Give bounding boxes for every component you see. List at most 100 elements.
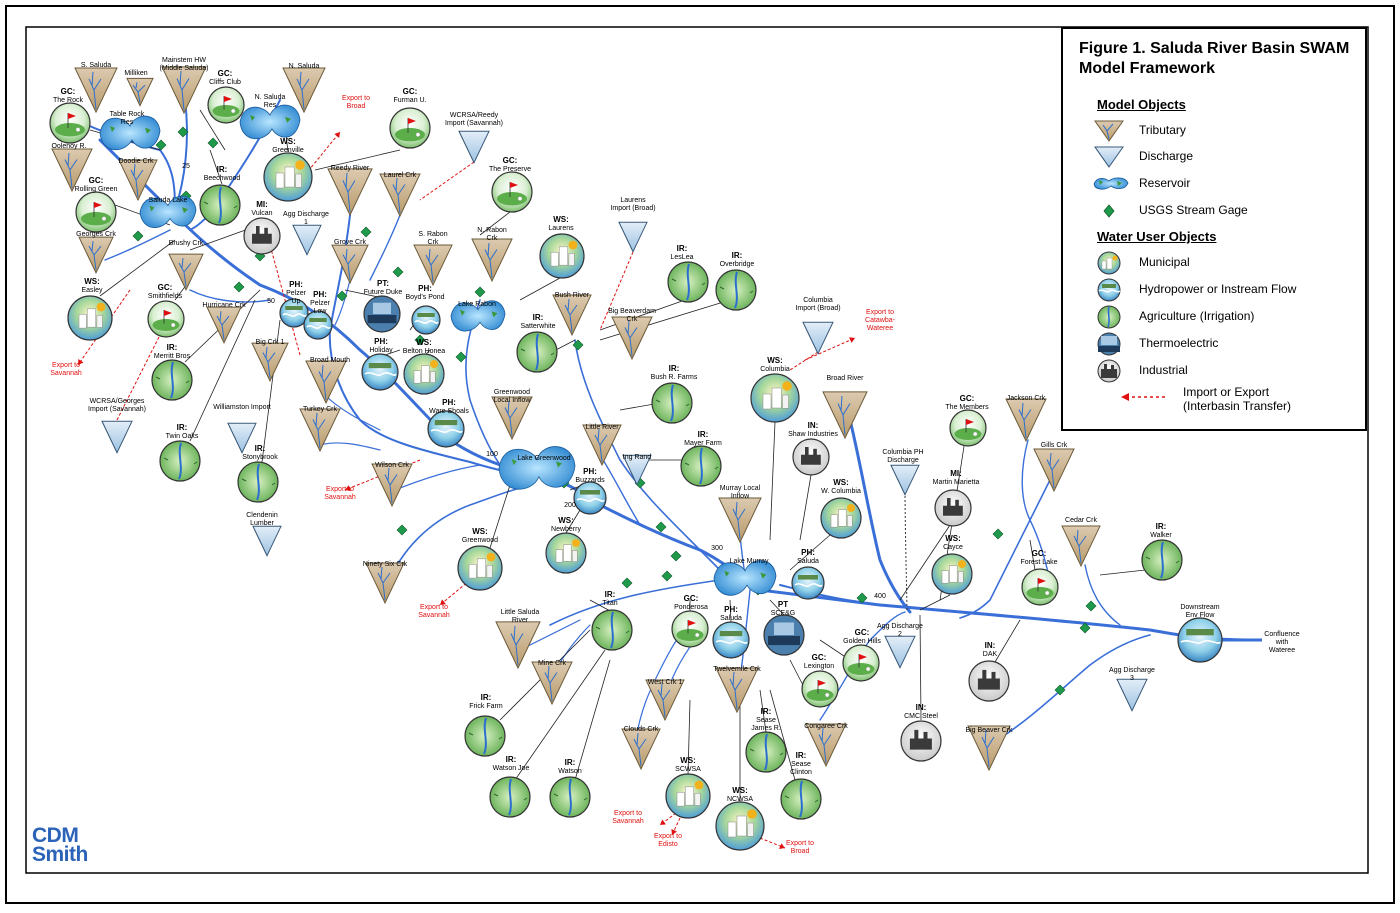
connector-link	[99, 239, 176, 297]
water-user-gc-the-members	[949, 409, 987, 447]
water-user-name-ws-w-columbia: W. Columbia	[821, 488, 861, 495]
water-user-name-ws-laurens: Laurens	[548, 225, 574, 232]
water-user-gc-the-rock	[49, 102, 91, 144]
discharge-agg-discharge-3	[1116, 678, 1148, 712]
water-user-ws-ncwsa	[715, 801, 765, 851]
water-user-name-ir-merritt-bros: Merritt Bros	[154, 353, 191, 360]
water-user-ir-leslea	[667, 261, 709, 303]
water-user-ir-twin-oaks	[159, 440, 201, 482]
connector-link	[687, 699, 691, 776]
tributary-label-n-saluda: N. Saluda	[289, 63, 320, 70]
legend-label-hydro: Hydropower or Instream Flow	[1139, 282, 1297, 296]
river-brushy	[189, 289, 271, 303]
water-user-type-ws-scwsa: WS:	[680, 756, 696, 765]
water-user-type-ws-columbia: WS:	[767, 356, 783, 365]
water-user-ph-saluda	[791, 566, 825, 600]
river-wilson-crk	[394, 464, 481, 491]
water-user-name-ir-beechwood: Beechwood	[204, 175, 241, 182]
legend-item-municipal: Municipal	[1091, 251, 1361, 275]
water-user-name-ph-saluda: Saluda	[797, 558, 819, 565]
water-user-type-ws-newberry: WS:	[558, 516, 574, 525]
legend-item-tributary: Tributary	[1091, 119, 1361, 143]
interbasin-transfer	[804, 337, 856, 361]
tributary-little-saluda-river	[495, 621, 541, 670]
legend-label-discharge: Discharge	[1139, 149, 1194, 163]
water-user-name-ws-scwsa: SCWSA	[675, 766, 701, 773]
legend-label-agri: Agriculture (Irrigation)	[1139, 309, 1255, 323]
water-user-type-gc-rolling-green: GC:	[89, 176, 104, 185]
water-user-ir-mayer-farm	[680, 445, 722, 487]
water-user-ws-easley	[67, 295, 113, 341]
water-user-type-ir-sease-james-r: IR:	[761, 707, 772, 716]
tributary-label-wilson-crk: Wilson Crk	[375, 462, 409, 469]
connector-link	[759, 689, 767, 733]
water-user-type-ir-walker: IR:	[1156, 522, 1167, 531]
connector-link	[189, 299, 256, 442]
water-user-type-ir-beechwood: IR:	[217, 165, 228, 174]
water-user-type-ir-stonybrook: IR:	[255, 444, 266, 453]
thermoelectric-icon	[1097, 332, 1121, 356]
usgs-stream-gage	[1085, 600, 1097, 612]
water-user-ir-merritt-bros	[151, 359, 193, 401]
stream-gage-icon	[1103, 204, 1115, 218]
water-user-name-gc-the-rock: The Rock	[53, 97, 83, 104]
tributary-label-west-crk-1: West Crk 1	[648, 679, 683, 686]
import-transfer	[419, 161, 475, 201]
tributary-oolenoy-r	[51, 148, 93, 193]
tributary-label-bush-river: Bush River	[555, 292, 590, 299]
discharge-label-williamston-import: Williamston Import	[213, 404, 271, 411]
water-user-name-gc-forest-lake: Forest Lake	[1021, 559, 1058, 566]
water-user-type-mi-martin-marietta: MI:	[950, 469, 962, 478]
water-user-name-gc-the-members: The Members	[945, 404, 989, 411]
water-user-ws-greenville	[263, 152, 313, 202]
usgs-stream-gage	[655, 521, 667, 533]
water-user-in-shaw-industries	[792, 438, 830, 476]
milepost-200: 200	[564, 502, 576, 509]
water-user-type-ir-bush-r-farms: IR:	[669, 364, 680, 373]
water-user-type-mi-vulcan: MI:	[256, 200, 268, 209]
water-user-type-gc-lexington: GC:	[812, 653, 827, 662]
connector-link	[565, 509, 581, 534]
water-user-type-ir-frick-farm: IR:	[481, 693, 492, 702]
usgs-stream-gage	[856, 592, 868, 604]
water-user-name-ir-bush-r-farms: Bush R. Farms	[651, 374, 698, 381]
usgs-stream-gage	[661, 570, 673, 582]
water-user-type-gc-the-preserve: GC:	[503, 156, 518, 165]
water-user-ir-stonybrook	[237, 461, 279, 503]
interbasin-transfer	[659, 809, 681, 826]
river-big-beaver	[989, 634, 1151, 746]
connector-link	[1029, 539, 1036, 571]
usgs-stream-gage	[336, 290, 348, 302]
river-turkey-crk	[319, 442, 381, 451]
water-user-ir-beechwood	[199, 184, 241, 226]
water-user-name-gc-ponderosa: Ponderosa	[674, 604, 708, 611]
industrial-icon	[1097, 359, 1121, 383]
tributary-bush-river	[552, 294, 592, 337]
water-user-type-ir-overbridge: IR:	[732, 251, 743, 260]
tributary-clouds-crk	[621, 728, 661, 771]
usgs-stream-gage	[207, 137, 219, 149]
tributary-label-mine-crk: Mine Crk	[538, 660, 567, 667]
usgs-stream-gage	[392, 266, 404, 278]
water-user-name-ir-leslea: LesLea	[671, 254, 694, 261]
tributary-doodie-crk	[118, 159, 158, 202]
water-user-ph-saluda	[712, 621, 750, 659]
water-user-type-in-cmc-steel: IN:	[916, 703, 927, 712]
tributary-broad-river	[822, 391, 868, 440]
water-user-ir-titan	[591, 609, 633, 651]
legend-label-thermo: Thermoelectric	[1139, 336, 1219, 350]
water-user-type-ws-belton-honea: WS:	[416, 338, 432, 347]
water-user-name-ws-belton-honea: Belton Honea	[403, 348, 446, 355]
water-user-ph-ware-shoals	[427, 410, 465, 448]
